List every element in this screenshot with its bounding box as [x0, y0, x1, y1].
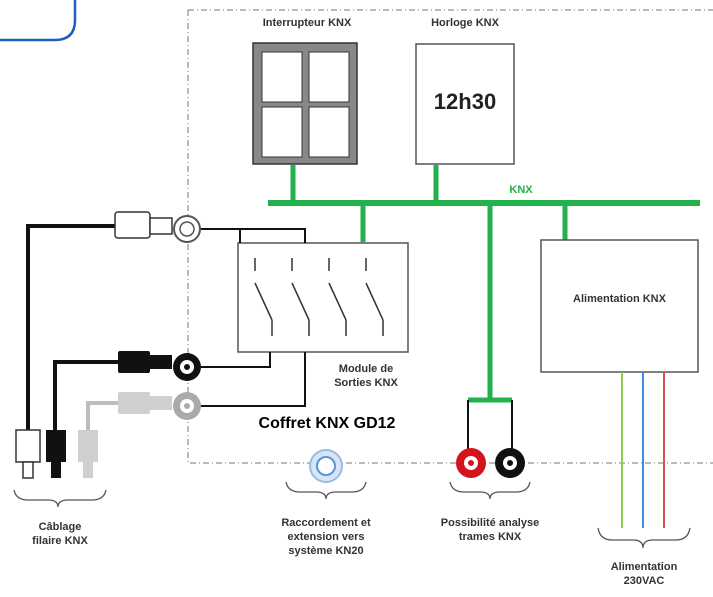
analysis-jacks: [456, 400, 525, 478]
analysis-brace: [449, 481, 531, 500]
clock-time: 12h30: [433, 89, 497, 114]
connection-label: Raccordement et extension vers système K…: [281, 517, 371, 557]
power-supply-label: Alimentation KNX: [573, 293, 666, 305]
mains-wires: [621, 372, 665, 528]
cable-connectors: [114, 211, 173, 414]
cabling-brace: [13, 489, 107, 508]
connection-brace: [285, 481, 367, 500]
knx-clock: [415, 43, 515, 165]
left-cables: [26, 224, 118, 430]
switch-label: Interrupteur KNX: [262, 17, 352, 29]
sockets-left: [173, 215, 201, 420]
power-supply-box: [540, 239, 699, 373]
bus-label: KNX: [509, 184, 533, 196]
cabling-label: Câblage filaire KNX: [32, 521, 88, 547]
mains-label: Alimentation 230VAC: [610, 561, 678, 587]
extension-connector: [309, 449, 343, 483]
analysis-label: Possibilité analyse trames KNX: [440, 517, 540, 543]
mains-brace: [597, 527, 691, 549]
module-wiring: [198, 228, 306, 407]
banana-plugs: [15, 429, 98, 479]
output-module-label: Module de Sorties KNX: [334, 363, 398, 389]
enclosure-title: Coffret KNX GD12: [258, 415, 396, 432]
enclosure-outline: [187, 9, 713, 464]
clock-title: Horloge KNX: [431, 17, 499, 29]
knx-switch: [252, 42, 358, 165]
frame-corner: [0, 0, 77, 42]
output-module: [237, 242, 409, 353]
knx-bus: [268, 165, 700, 403]
